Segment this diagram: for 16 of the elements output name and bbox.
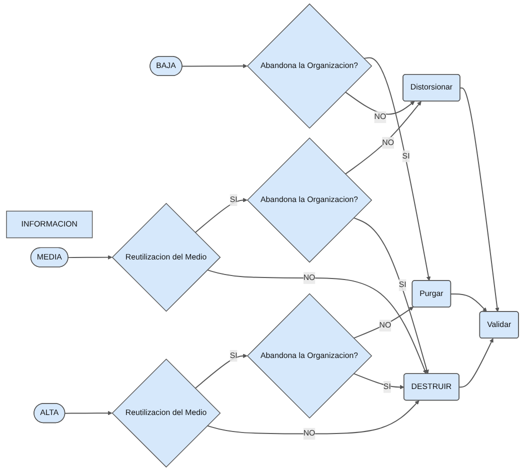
arrow: [182, 64, 248, 68]
arrow: [206, 400, 420, 434]
arrow: [68, 255, 112, 260]
arrow: [344, 101, 422, 175]
arrow: [353, 217, 429, 374]
arrow: [460, 87, 500, 312]
arrow: [458, 338, 494, 388]
arrow: [353, 373, 404, 390]
arrow: [353, 306, 414, 339]
arrow: [206, 269, 427, 374]
arrow: [64, 410, 112, 416]
arrow: [363, 57, 431, 281]
arrow: [344, 92, 415, 115]
arrow: [194, 198, 248, 234]
arrow: [194, 354, 248, 389]
arrow: [450, 294, 487, 312]
